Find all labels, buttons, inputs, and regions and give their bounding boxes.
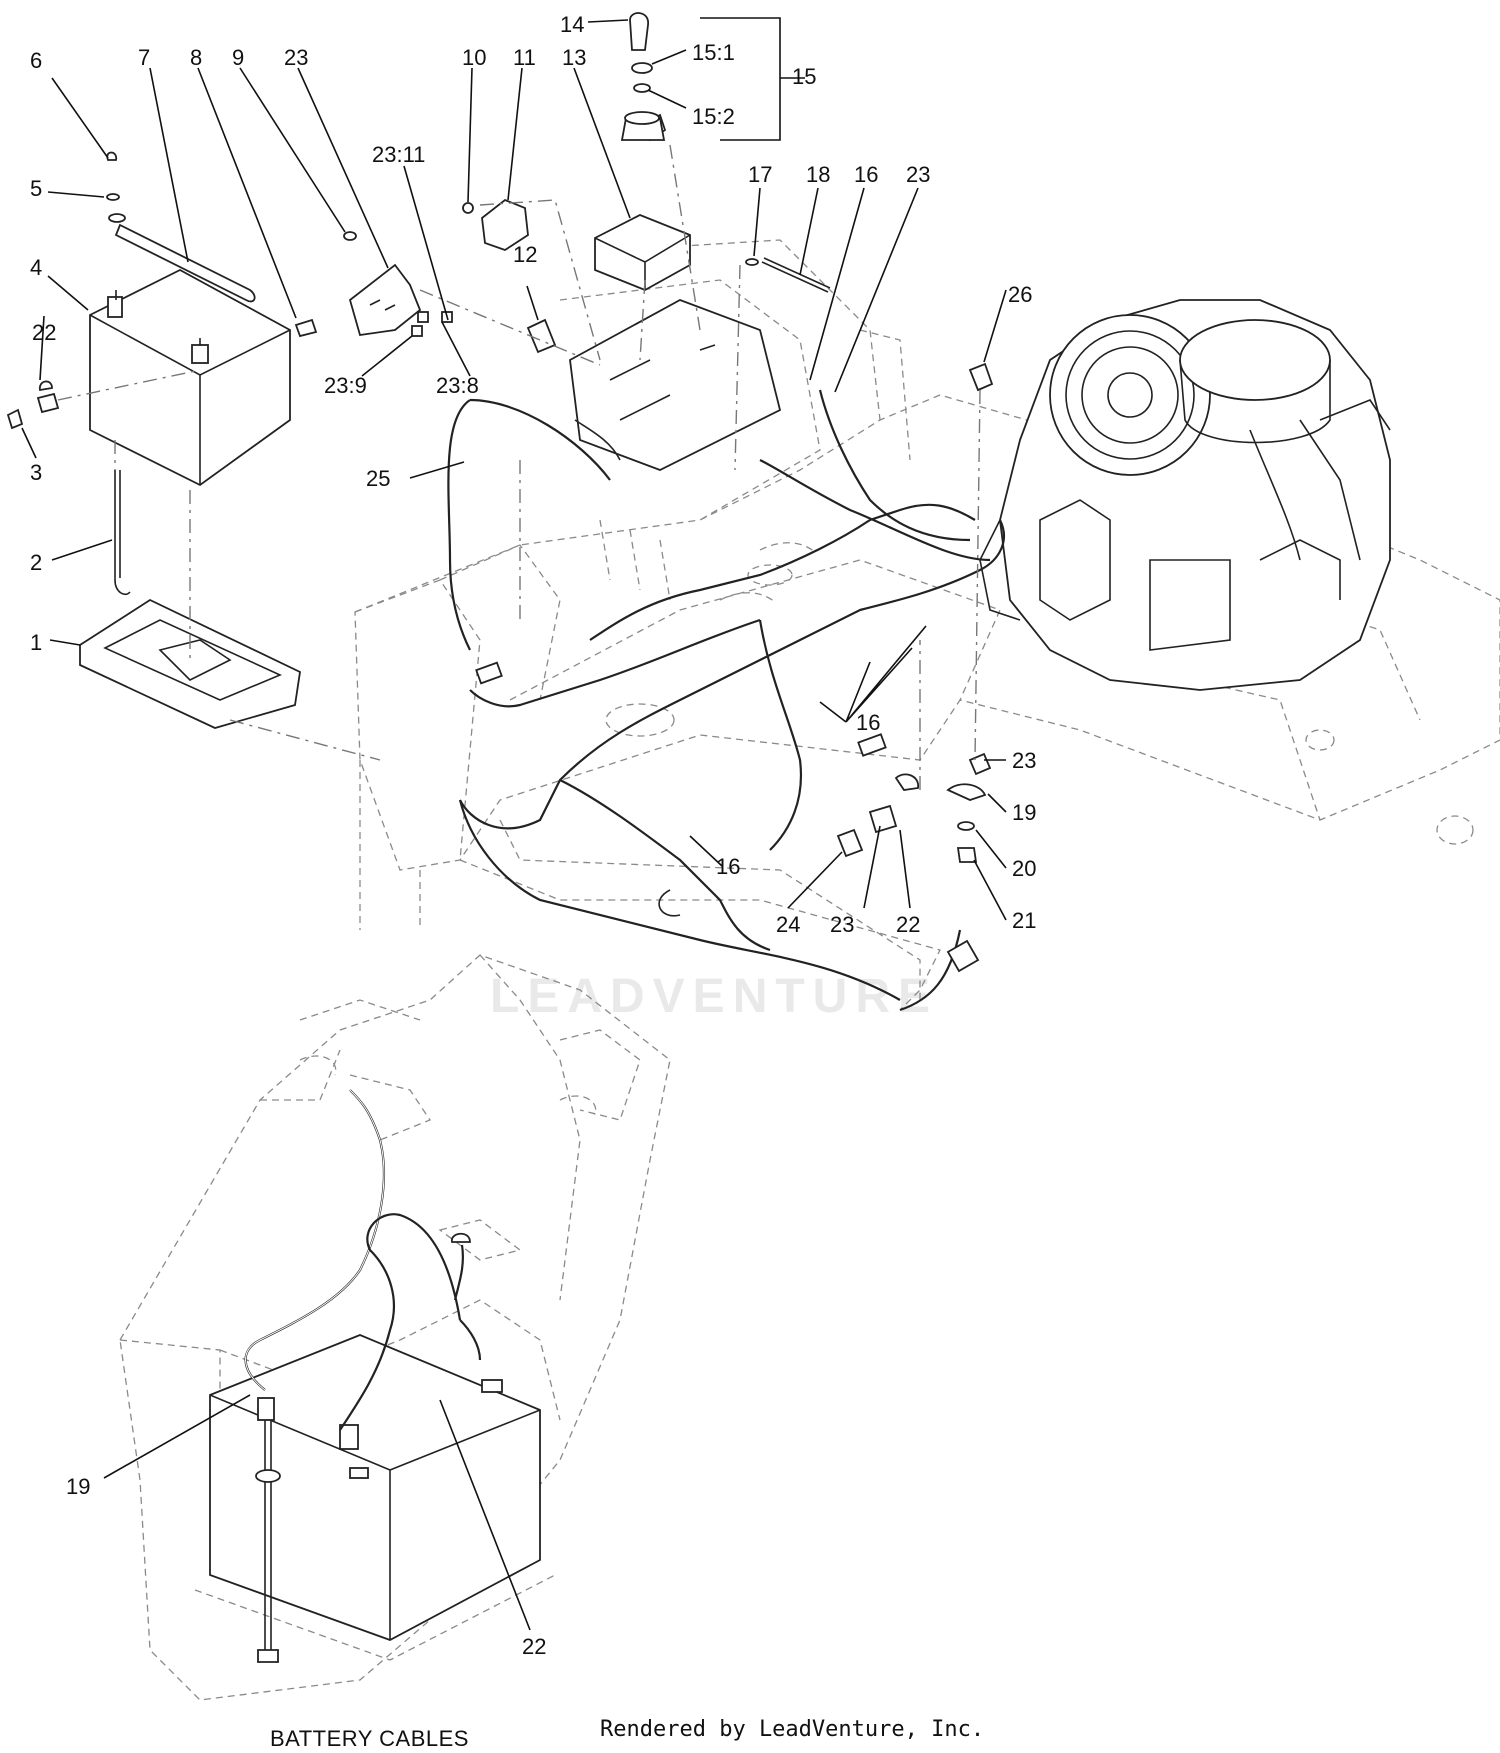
callout-23-bottom: 23 xyxy=(830,912,854,937)
callout-13: 13 xyxy=(562,45,586,70)
battery-cables-detail xyxy=(119,954,671,1701)
callout-22-detail: 22 xyxy=(522,1634,546,1659)
callout-2: 2 xyxy=(30,550,42,575)
callout-19-detail: 19 xyxy=(66,1474,90,1499)
callout-15-1: 15:1 xyxy=(692,40,735,65)
callout-16-mid: 16 xyxy=(856,710,880,735)
watermark-text: LEADVENTURE xyxy=(490,970,938,1023)
callout-9: 9 xyxy=(232,45,244,70)
callout-22-mid: 22 xyxy=(896,912,920,937)
callout-11: 11 xyxy=(513,45,536,70)
render-credit: Rendered by LeadVenture, Inc. xyxy=(600,1717,984,1742)
wire-harness xyxy=(447,389,1005,1012)
callout-21: 21 xyxy=(1012,908,1036,933)
callout-1: 1 xyxy=(30,630,42,655)
leader-lines xyxy=(21,17,1007,1631)
callout-23-topright: 23 xyxy=(906,162,930,187)
callout-8: 8 xyxy=(190,45,202,70)
callout-22-left: 22 xyxy=(32,320,56,345)
callout-20: 20 xyxy=(1012,856,1036,881)
callout-19-right: 19 xyxy=(1012,800,1036,825)
callout-23-right: 23 xyxy=(1012,748,1036,773)
mower-frame xyxy=(354,239,1500,1011)
callout-16-low: 16 xyxy=(716,854,740,879)
callout-23-8: 23:8 xyxy=(436,373,479,398)
callout-10: 10 xyxy=(462,45,486,70)
callout-4: 4 xyxy=(30,255,42,280)
callout-18: 18 xyxy=(806,162,830,187)
callout-16-top: 16 xyxy=(854,162,878,187)
callout-6: 6 xyxy=(30,48,42,73)
callout-15: 15 xyxy=(792,64,816,89)
callout-23-9: 23:9 xyxy=(324,373,367,398)
callout-15-2: 15:2 xyxy=(692,104,735,129)
callout-5: 5 xyxy=(30,176,42,201)
callout-3: 3 xyxy=(30,460,42,485)
callout-23-topleft: 23 xyxy=(284,45,308,70)
battery xyxy=(89,268,291,487)
callout-25: 25 xyxy=(366,466,390,491)
callout-26: 26 xyxy=(1008,282,1032,307)
callout-17: 17 xyxy=(748,162,772,187)
callout-12: 12 xyxy=(513,242,537,267)
callout-7: 7 xyxy=(138,45,150,70)
detail-caption: BATTERY CABLES xyxy=(270,1726,469,1751)
callout-14: 14 xyxy=(560,12,584,37)
battery-exploded xyxy=(6,151,381,761)
callout-23-11: 23:11 xyxy=(372,142,425,167)
engine xyxy=(979,299,1391,691)
callout-24: 24 xyxy=(776,912,800,937)
electrical-components xyxy=(343,12,994,863)
callout-labels: 1 2 3 4 5 6 7 8 9 10 11 12 13 14 15 15:1… xyxy=(30,12,1036,1659)
